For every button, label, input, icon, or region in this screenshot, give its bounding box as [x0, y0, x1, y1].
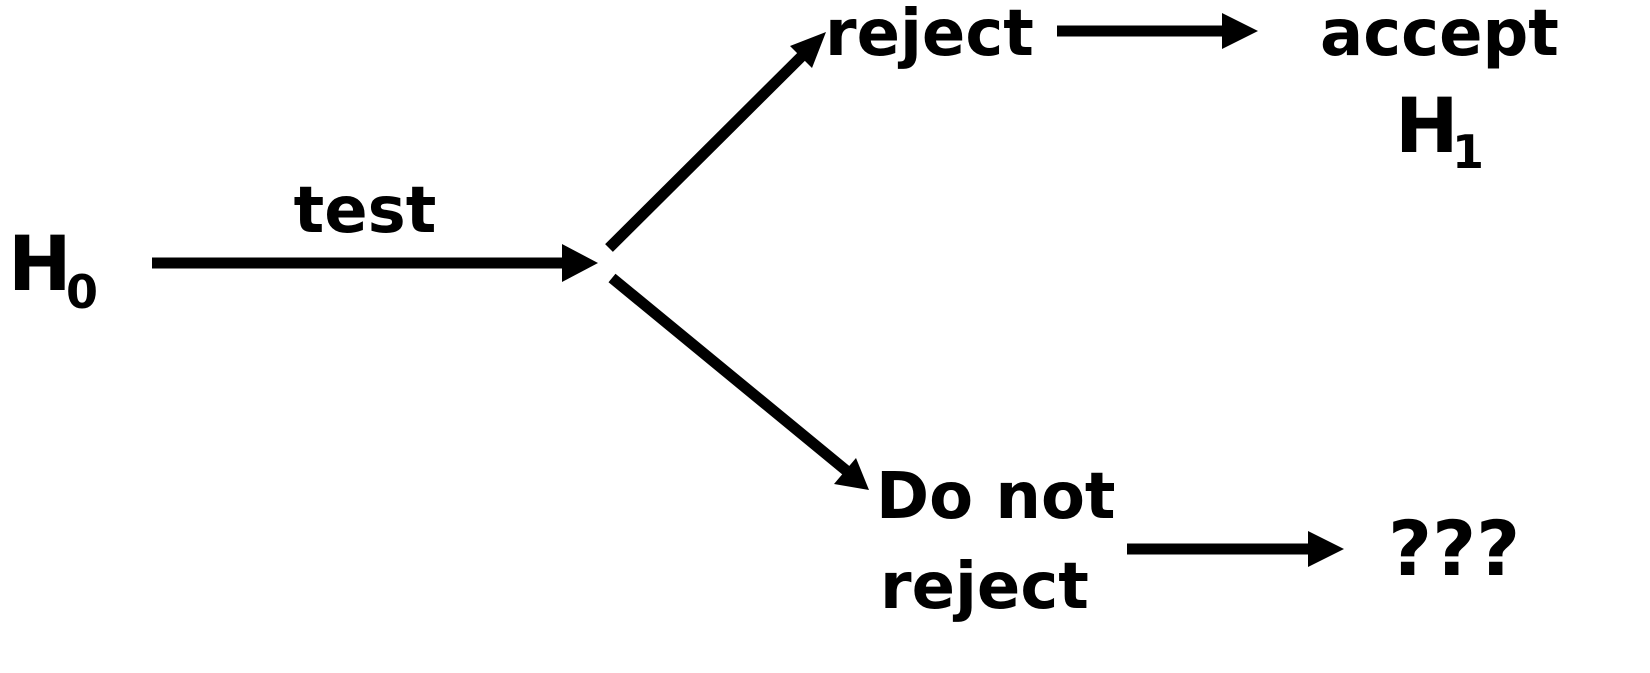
h1-subscript: 1: [1452, 125, 1484, 179]
h0-subscript: 0: [66, 265, 98, 319]
node-h0: H 0: [8, 219, 98, 319]
do-not-reject-line2: reject: [880, 550, 1089, 624]
edge-reject-to-accept: [1057, 13, 1258, 49]
h0-letter: H: [8, 219, 72, 308]
node-accept-h1: accept H 1: [1320, 0, 1559, 179]
node-do-not-reject: Do not reject: [876, 460, 1116, 624]
edge-reject-to-accept-arrowhead: [1222, 13, 1258, 49]
edge-test-arrowhead: [562, 244, 598, 282]
do-not-reject-line1: Do not: [876, 460, 1116, 534]
edge-to-reject-line: [605, 49, 809, 252]
edge-to-reject: [605, 32, 826, 252]
accept-label: accept: [1320, 0, 1559, 71]
node-unknown: ???: [1388, 504, 1520, 593]
edge-to-do-not-reject-line: [608, 273, 852, 477]
node-reject: reject: [825, 0, 1034, 71]
edge-to-do-not-reject-arrowhead: [834, 458, 869, 490]
edge-do-not-reject-to-unknown-arrowhead: [1308, 531, 1344, 567]
edge-to-reject-arrowhead: [790, 32, 826, 68]
edge-to-do-not-reject: [608, 273, 869, 490]
edge-test-label: test: [294, 174, 437, 248]
edge-do-not-reject-to-unknown: [1127, 531, 1344, 567]
edge-test: test: [152, 174, 598, 282]
h1-letter: H: [1395, 81, 1459, 170]
